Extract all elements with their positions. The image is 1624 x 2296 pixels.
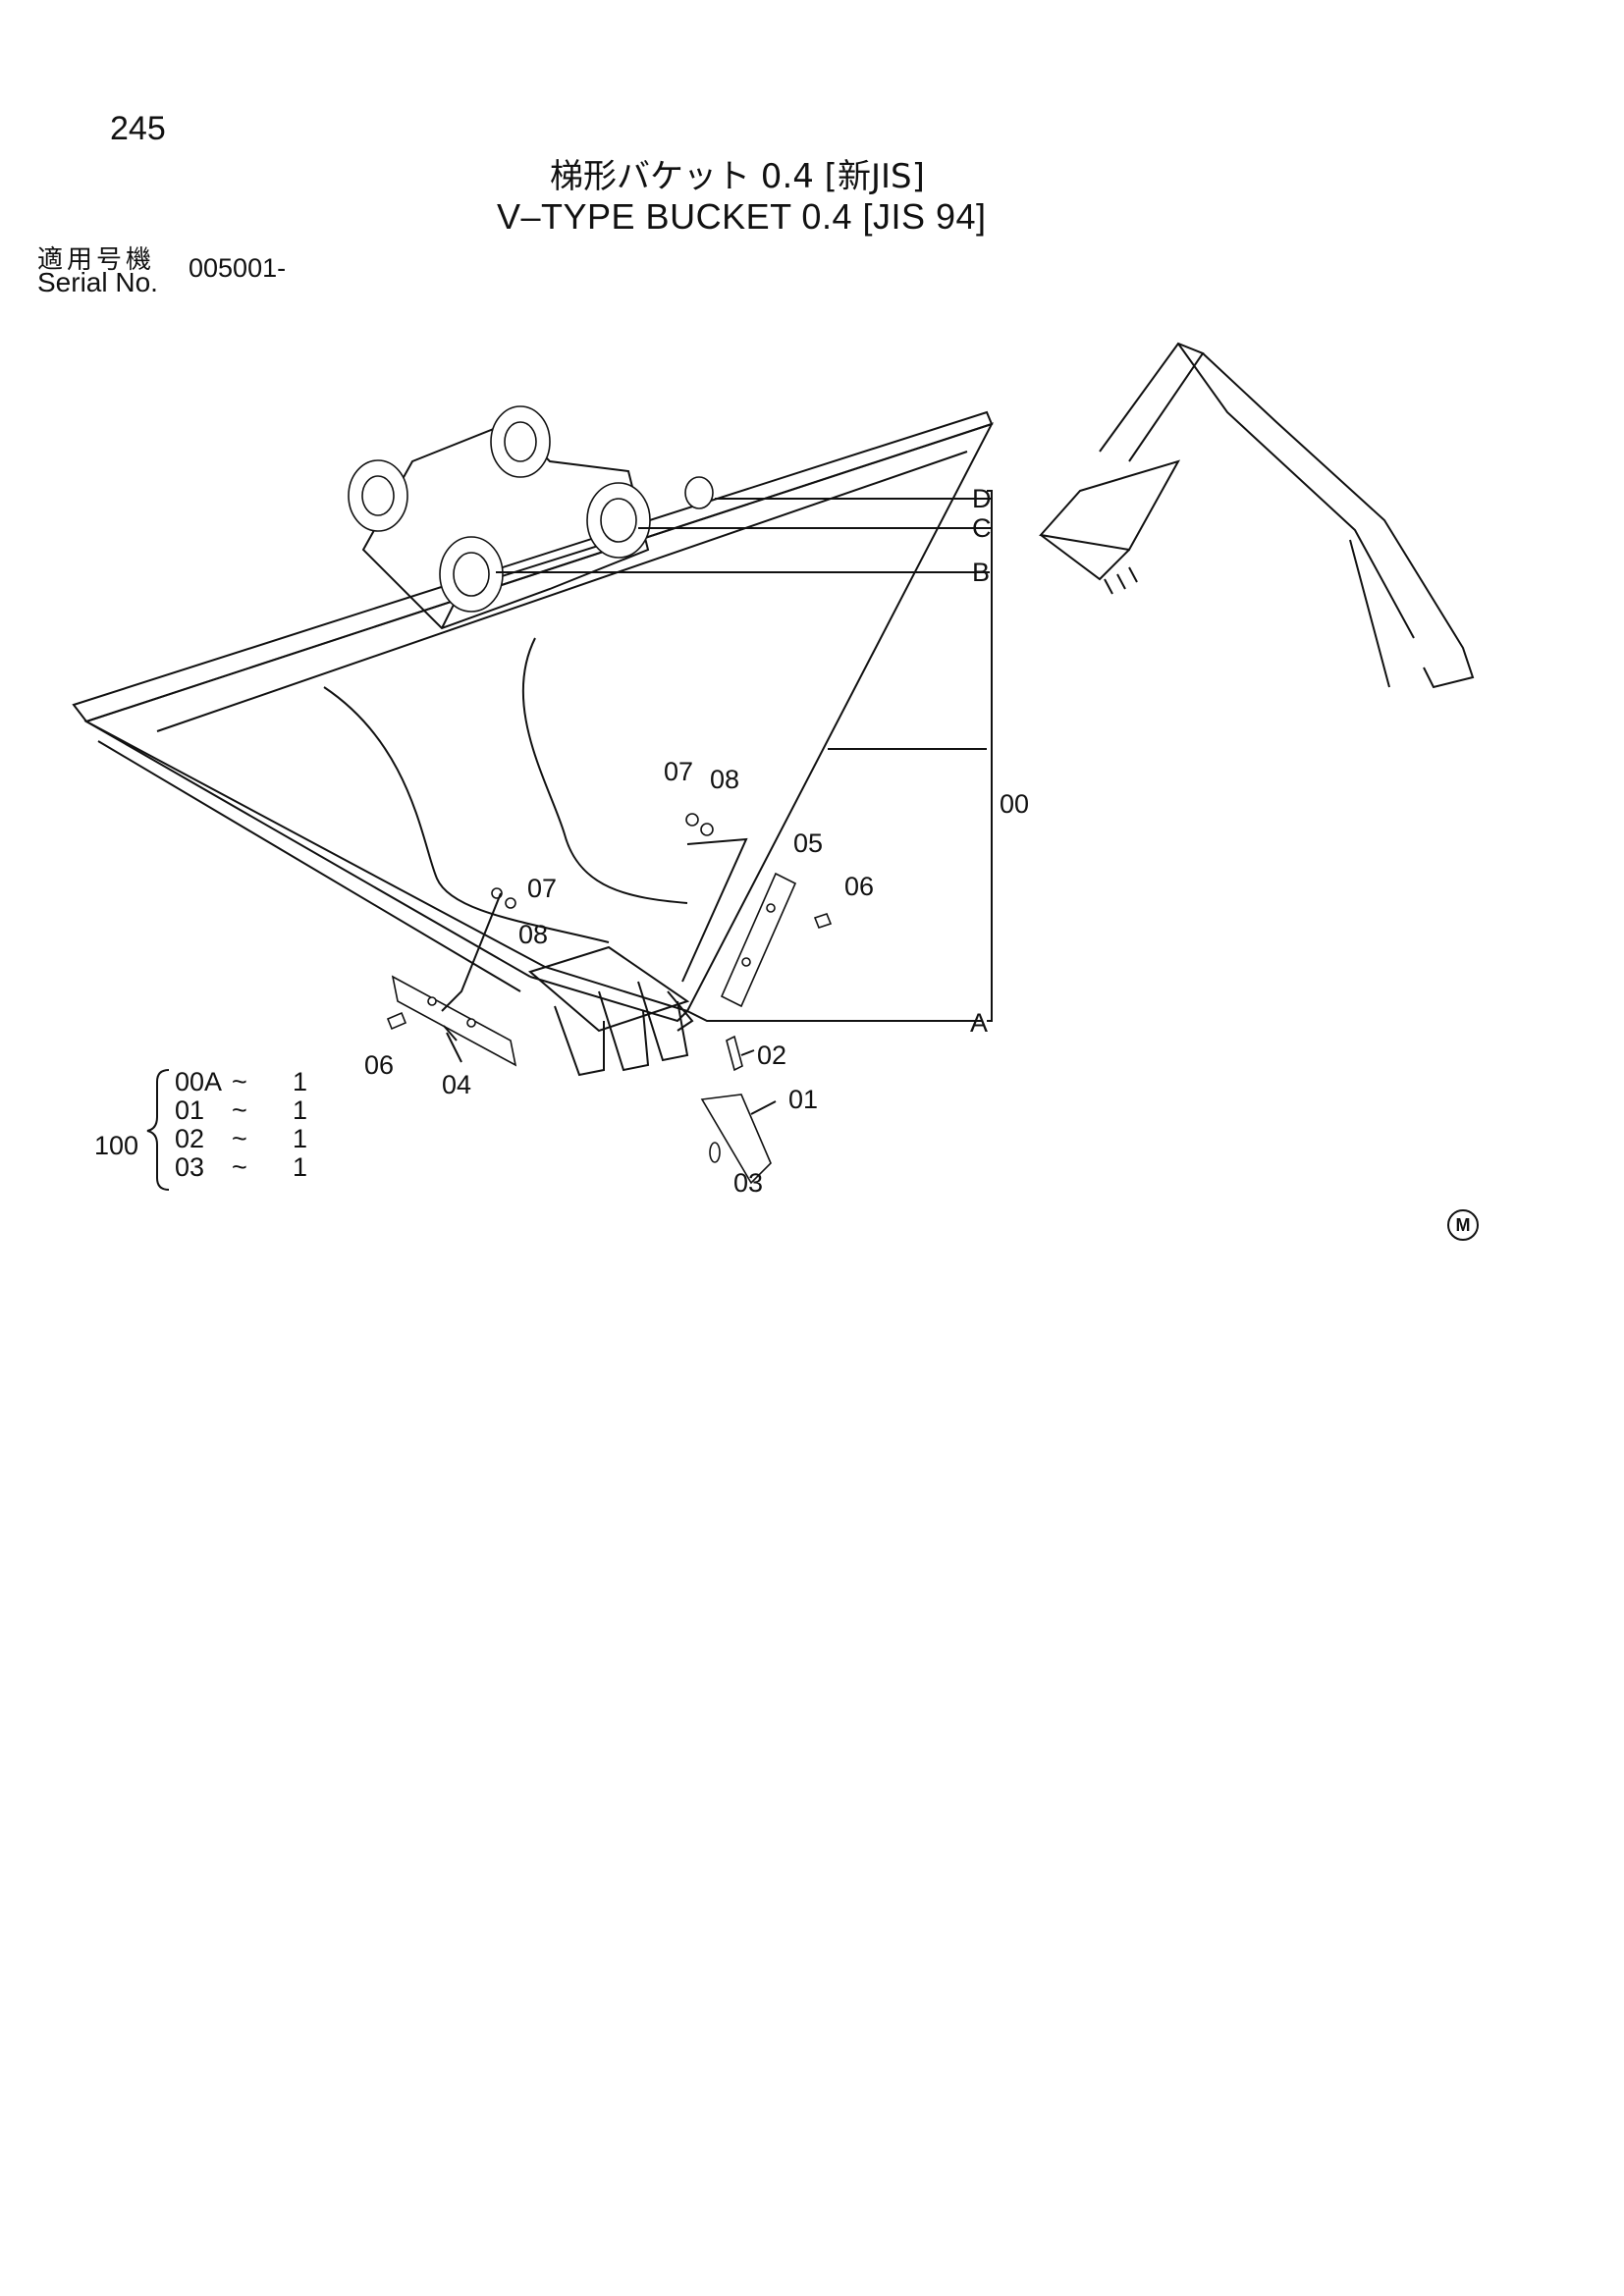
kit-row: 02 ~ 1	[175, 1125, 322, 1153]
nuts-and-washers	[491, 813, 714, 909]
kit-brace	[146, 1069, 170, 1191]
callout-d: D	[972, 484, 992, 513]
serial-label-english: Serial No.	[37, 267, 158, 297]
callout-00: 00	[1000, 789, 1029, 819]
page-title-japanese: 梯形バケット 0.4 [新JIS]	[550, 157, 925, 196]
side-cutter-left	[386, 975, 517, 1067]
callout-02: 02	[757, 1041, 786, 1070]
callout-c: C	[972, 513, 992, 543]
kit-row-qty: 1	[293, 1124, 308, 1153]
m-mark-icon: M	[1447, 1209, 1479, 1241]
kit-row: 03 ~ 1	[175, 1153, 322, 1182]
serial-number-value: 005001-	[189, 253, 287, 283]
leader-lines	[441, 490, 993, 1115]
tooth-pin-lock	[700, 1035, 772, 1185]
kit-row-code: 02	[175, 1124, 205, 1153]
excavator-inset	[1039, 342, 1475, 689]
kit-row: 01 ~ 1	[175, 1096, 322, 1125]
callout-06-left: 06	[364, 1050, 394, 1080]
serial-label-japanese: 適用号機	[37, 245, 156, 275]
callout-01: 01	[788, 1085, 818, 1114]
kit-row-qty: 1	[293, 1152, 308, 1182]
kit-row-qty: 1	[293, 1067, 308, 1096]
kit-rows: 00A ~ 1 01 ~ 1 02 ~ 1 03 ~ 1	[175, 1068, 322, 1182]
kit-row-qty: 1	[293, 1095, 308, 1125]
callout-03: 03	[733, 1168, 763, 1198]
kit-row-tilde: ~	[232, 1124, 247, 1153]
bucket-body	[72, 410, 995, 1023]
callout-06-right: 06	[844, 872, 874, 901]
kit-row-code: 01	[175, 1095, 205, 1125]
callout-04: 04	[442, 1070, 471, 1099]
callout-08-right: 08	[710, 765, 739, 794]
mounting-bosses	[348, 405, 714, 613]
callout-labels: D C B A 00 07 08 05 06 07 08 06 04 02 01…	[364, 484, 1029, 1198]
callout-07-right: 07	[664, 757, 693, 786]
bucket-teeth	[527, 945, 694, 1077]
callout-a: A	[970, 1008, 988, 1038]
page-number: 245	[110, 110, 166, 147]
kit-row-tilde: ~	[232, 1095, 247, 1125]
callout-07-left: 07	[527, 874, 557, 903]
kit-row-tilde: ~	[232, 1152, 247, 1182]
kit-number: 100	[94, 1131, 139, 1160]
kit-row: 00A ~ 1	[175, 1068, 322, 1096]
page-title-english: V–TYPE BUCKET 0.4 [JIS 94]	[497, 196, 987, 237]
callout-08-left: 08	[518, 920, 548, 949]
side-cutter-right	[720, 872, 833, 1008]
callout-b: B	[972, 558, 990, 587]
kit-row-code: 00A	[175, 1067, 223, 1096]
callout-05: 05	[793, 828, 823, 858]
kit-row-code: 03	[175, 1152, 205, 1182]
kit-row-tilde: ~	[232, 1067, 247, 1096]
